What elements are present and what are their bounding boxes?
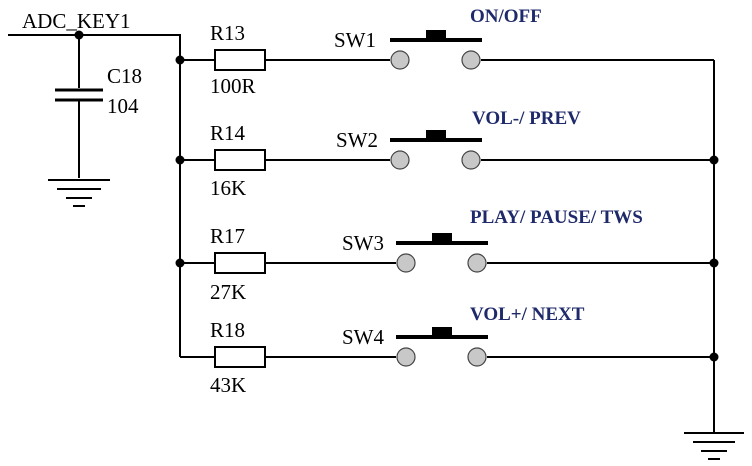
resistor-value: 100R <box>210 74 256 98</box>
pushbutton-sw4 <box>396 327 488 367</box>
junction-node <box>709 155 719 165</box>
function-label: VOL-/ PREV <box>472 108 581 129</box>
resistor-value: 27K <box>210 280 246 304</box>
ground-symbol-icon <box>684 432 744 460</box>
key-row-2: R14 16K SW2 VOL-/ PREV <box>175 108 714 200</box>
capacitor-c18: C18 104 <box>48 30 142 207</box>
resistor-value: 43K <box>210 373 246 397</box>
ground-rail <box>684 60 744 460</box>
net-label-adc-key1: ADC_KEY1 <box>22 9 131 33</box>
resistor-ref: R17 <box>210 224 245 248</box>
function-label: PLAY/ PAUSE/ TWS <box>470 207 643 228</box>
key-row-4: R18 43K SW4 VOL+/ NEXT <box>180 304 714 397</box>
function-label: VOL+/ NEXT <box>470 304 585 325</box>
switch-ref: SW3 <box>342 231 384 255</box>
capacitor-ref: C18 <box>107 64 142 88</box>
adc-bus-wire <box>8 34 181 357</box>
resistor-value: 16K <box>210 176 246 200</box>
pushbutton-sw3 <box>396 233 488 273</box>
resistor-r18 <box>214 346 266 368</box>
switch-ref: SW4 <box>342 325 385 349</box>
key-row-3: R17 27K SW3 PLAY/ PAUSE/ TWS <box>175 207 714 304</box>
junction-node <box>709 352 719 362</box>
ground-symbol-icon <box>48 179 110 207</box>
resistor-ref: R18 <box>210 318 245 342</box>
function-label: ON/OFF <box>470 6 542 27</box>
pushbutton-sw2 <box>390 130 482 170</box>
resistor-r14 <box>214 149 266 171</box>
switch-ref: SW1 <box>334 28 376 52</box>
key-row-1: R13 100R SW1 ON/OFF <box>175 6 714 98</box>
switch-ref: SW2 <box>336 128 378 152</box>
resistor-ref: R13 <box>210 21 245 45</box>
junction-node <box>709 258 719 268</box>
capacitor-plates <box>55 88 103 102</box>
capacitor-value: 104 <box>107 94 139 118</box>
resistor-r13 <box>214 49 266 71</box>
resistor-ref: R14 <box>210 121 246 145</box>
resistor-r17 <box>214 252 266 274</box>
pushbutton-sw1 <box>390 30 482 70</box>
